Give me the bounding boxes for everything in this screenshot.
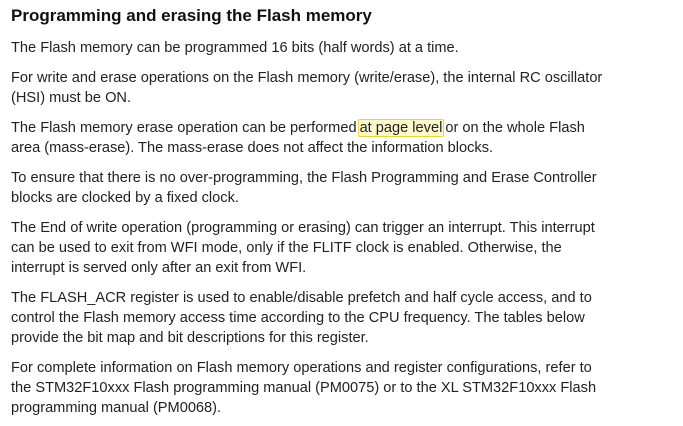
text-line: The End of write operation (programming … bbox=[11, 220, 595, 236]
text-line: the STM32F10xxx Flash programming manual… bbox=[11, 380, 597, 396]
text-line: blocks are clocked by a fixed clock. bbox=[11, 190, 239, 206]
text-line: The FLASH_ACR register is used to enable… bbox=[11, 290, 592, 306]
text-line: provide the bit map and bit descriptions… bbox=[11, 330, 369, 346]
paragraph-manual-reference: For complete information on Flash memory… bbox=[11, 358, 679, 418]
text-line: control the Flash memory access time acc… bbox=[11, 310, 585, 326]
paragraph-flash-acr-register: The FLASH_ACR register is used to enable… bbox=[11, 288, 679, 348]
paragraph-end-of-write-interrupt: The End of write operation (programming … bbox=[11, 218, 679, 278]
text-line: The Flash memory erase operation can be … bbox=[11, 118, 679, 138]
paragraph-over-programming: To ensure that there is no over-programm… bbox=[11, 168, 679, 208]
text-line: programming manual (PM0068). bbox=[11, 400, 222, 416]
text-line: can be used to exit from WFI mode, only … bbox=[11, 240, 562, 256]
text-line: interrupt is served only after an exit f… bbox=[11, 260, 307, 276]
paragraph-hsi-requirement: For write and erase operations on the Fl… bbox=[11, 68, 679, 108]
text-line: For complete information on Flash memory… bbox=[11, 360, 592, 376]
text-fragment: The Flash memory erase operation can be … bbox=[11, 120, 357, 136]
text-line: For write and erase operations on the Fl… bbox=[11, 70, 603, 86]
text-fragment: or on the whole Flash bbox=[445, 120, 585, 136]
document-body: Programming and erasing the Flash memory… bbox=[11, 6, 679, 418]
text-line: (HSI) must be ON. bbox=[11, 90, 132, 106]
paragraph-programming-unit: The Flash memory can be programmed 16 bi… bbox=[11, 38, 679, 58]
text-line: area (mass-erase). The mass-erase does n… bbox=[11, 140, 494, 156]
text-line: To ensure that there is no over-programm… bbox=[11, 170, 597, 186]
paragraph-erase-operation: The Flash memory erase operation can be … bbox=[11, 118, 679, 158]
text-line: The Flash memory can be programmed 16 bi… bbox=[11, 40, 459, 56]
section-heading: Programming and erasing the Flash memory bbox=[11, 6, 372, 25]
highlighted-text[interactable]: at page level bbox=[357, 119, 445, 137]
